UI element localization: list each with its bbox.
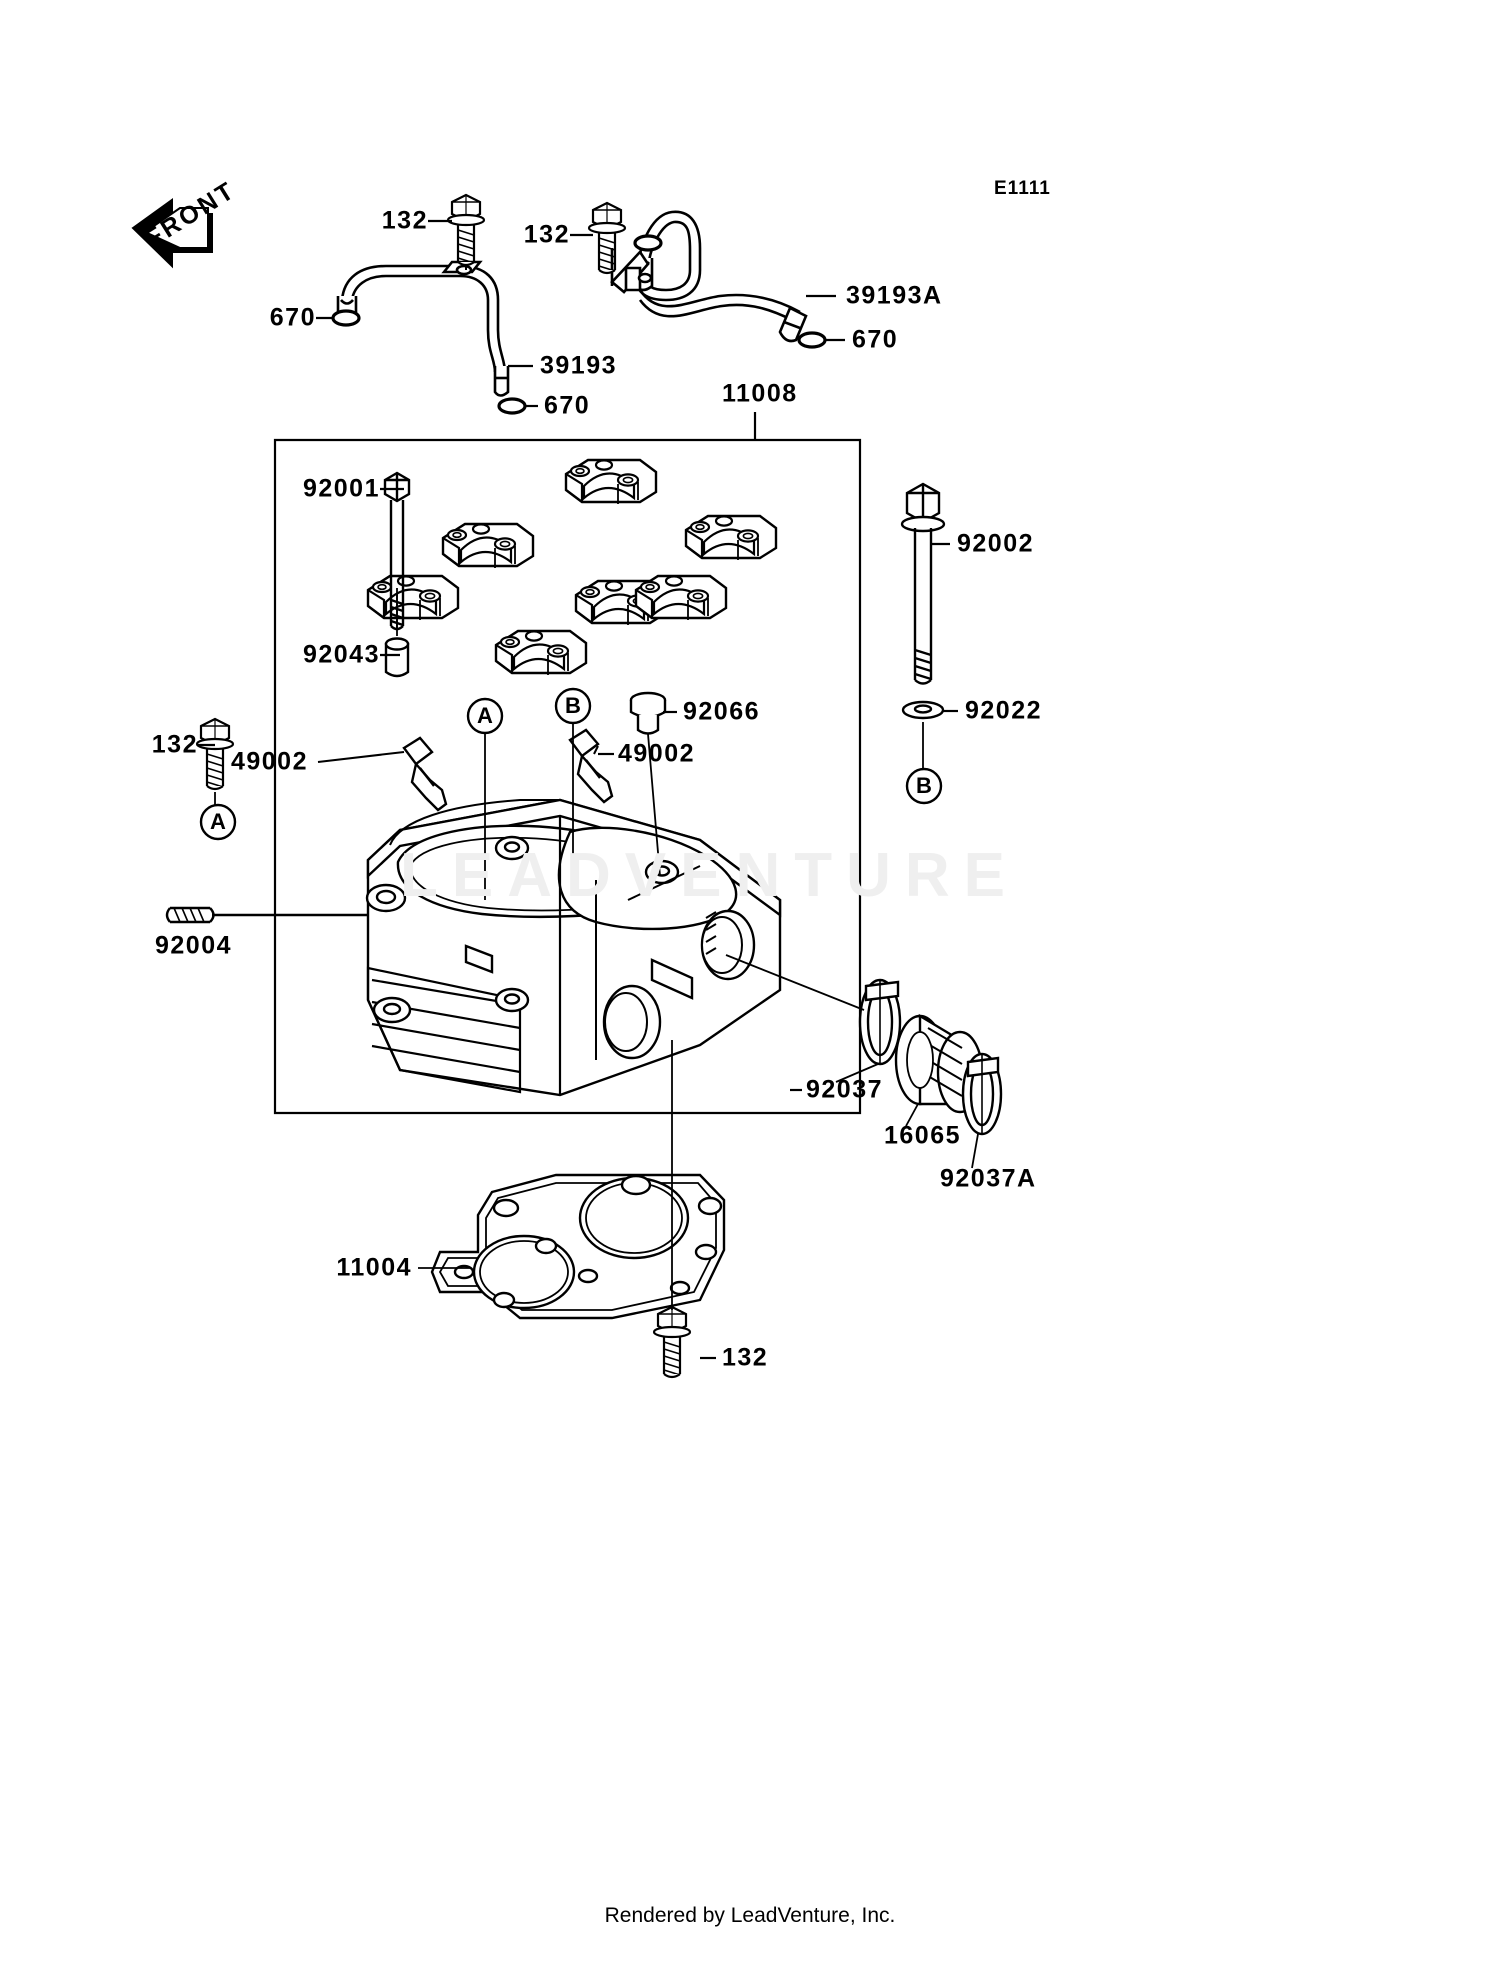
head-gasket-11004: [430, 1173, 726, 1320]
oring-670-right: [797, 331, 827, 349]
callout-132-pipe-left: 132: [381, 206, 428, 235]
section-marker-a-bolt-label: A: [210, 809, 226, 834]
callout-11008: 11008: [722, 379, 798, 408]
oring-670-bottom: [497, 397, 527, 415]
cylinder-head-body: [365, 798, 782, 1097]
callout-92066: 92066: [683, 697, 761, 726]
callout-670-bottom: 670: [544, 391, 591, 420]
callout-11004: 11004: [336, 1253, 412, 1282]
front-arrow-marker: FRONT: [131, 176, 241, 269]
callout-leaders: [198, 219, 958, 1360]
bolt-132-pipe-right: [587, 201, 627, 275]
callout-39193a: 39193A: [846, 281, 943, 310]
assembly-boundary-11008: [273, 412, 862, 1115]
callout-132-bottom: 132: [722, 1343, 769, 1372]
section-marker-a-head-label: A: [477, 703, 493, 728]
section-marker-b-head-label: B: [565, 693, 581, 718]
callout-132-left: 132: [151, 730, 198, 759]
oring-670-left: [331, 309, 361, 327]
diagram-code: E1111: [994, 178, 1051, 199]
oring-670-mid: [633, 234, 663, 252]
callout-670-right: 670: [852, 325, 899, 354]
bolt-92002: [900, 482, 946, 685]
callout-16065: 16065: [884, 1121, 962, 1150]
oil-pipe-39193a: [610, 210, 808, 343]
callout-92001: 92001: [302, 474, 380, 503]
callout-92004: 92004: [155, 931, 233, 960]
washer-92022: [901, 700, 945, 720]
callout-92043: 92043: [302, 640, 380, 669]
callout-670-left: 670: [269, 303, 316, 332]
callout-92002: 92002: [957, 529, 1035, 558]
bolt-132-bottom: [652, 1305, 692, 1379]
oil-pipe-39193: [336, 260, 510, 397]
section-marker-b-bolt-label: B: [916, 773, 932, 798]
camshaft-caps-cluster: [366, 458, 778, 677]
clamp-92037: [858, 978, 902, 1066]
watermark: LEADVENTURE: [400, 841, 1020, 910]
clamp-92037a: [961, 1052, 1003, 1136]
fitting-49002-right: [568, 728, 614, 804]
callout-49002-right: 49002: [618, 739, 696, 768]
fitting-49002-left: [402, 736, 448, 812]
callout-92022: 92022: [965, 696, 1043, 725]
bolt-132-pipe-left: [446, 193, 486, 267]
dowel-pin-92043: [384, 637, 410, 678]
callout-39193: 39193: [540, 351, 618, 380]
callout-49002-left: 49002: [230, 747, 308, 776]
callout-132-pipe-right: 132: [523, 220, 570, 249]
stud-92004: [165, 906, 372, 924]
footer-attribution: Rendered by LeadVenture, Inc.: [604, 1904, 896, 1927]
plug-92066: [629, 691, 667, 735]
callout-92037a: 92037A: [940, 1164, 1037, 1193]
callout-92037: 92037: [806, 1075, 884, 1104]
bolt-132-left: [195, 717, 235, 791]
